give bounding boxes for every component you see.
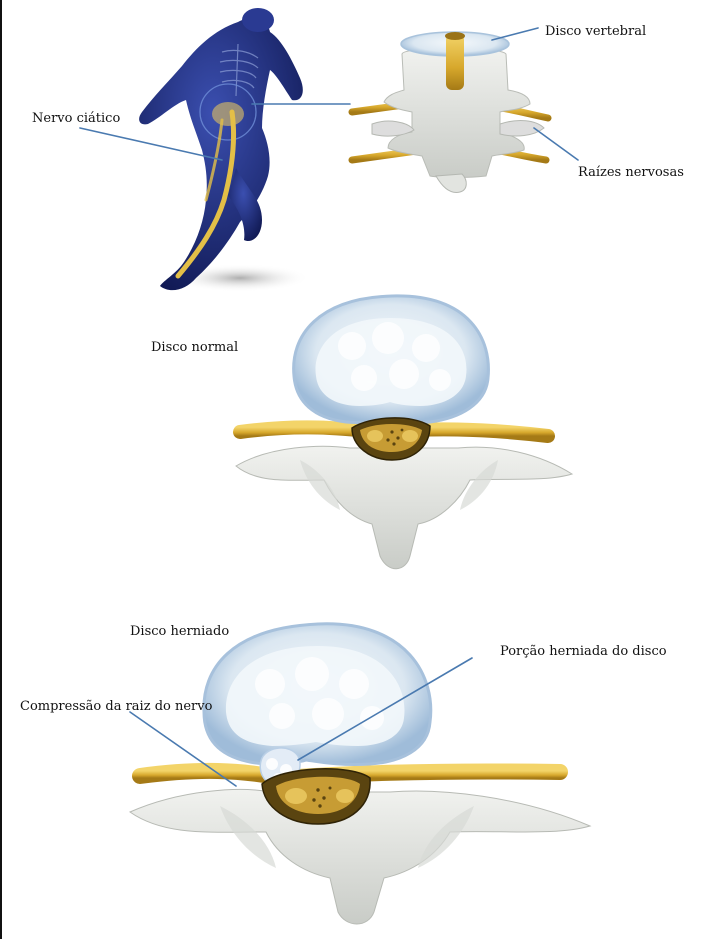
leader-lines: [79, 27, 579, 787]
herniated-disc-illustration: [128, 622, 592, 925]
label-compressao-raiz: Compressão da raiz do nervo: [20, 699, 213, 714]
herniated-vertebra-processes: [128, 789, 592, 925]
label-disco-normal: Disco normal: [151, 340, 239, 355]
leader-nervo-ciatico: [79, 127, 223, 161]
figure-head: [242, 8, 274, 32]
vertebral-column: [348, 31, 552, 193]
leader-compressao: [129, 711, 237, 787]
label-disco-herniado: Disco herniado: [130, 624, 230, 639]
label-nervo-ciatico: Nervo ciático: [32, 111, 121, 126]
label-porcao-herniada: Porção herniada do disco: [500, 644, 667, 659]
pelvis-highlight: [199, 83, 257, 141]
normal-vertebra-processes: [235, 445, 574, 570]
running-figure: [139, 8, 310, 292]
leader-porcao-herniada: [297, 657, 473, 761]
vertebra-body: [383, 47, 531, 178]
normal-disc-illustration: [233, 294, 574, 570]
spinal-cord: [446, 34, 464, 90]
pelvis-bone: [212, 102, 244, 126]
figure-skeleton: [219, 43, 259, 97]
leader-raizes-nervosas: [533, 127, 579, 161]
sciatic-nerve: [175, 109, 237, 279]
leader-disco-vertebral: [491, 27, 539, 41]
figure-shadow: [170, 264, 310, 292]
figure-back-leg: [228, 168, 262, 242]
label-raizes-nervosas: Raízes nervosas: [578, 165, 684, 180]
figure-body: [139, 18, 303, 291]
label-disco-vertebral: Disco vertebral: [545, 24, 647, 39]
